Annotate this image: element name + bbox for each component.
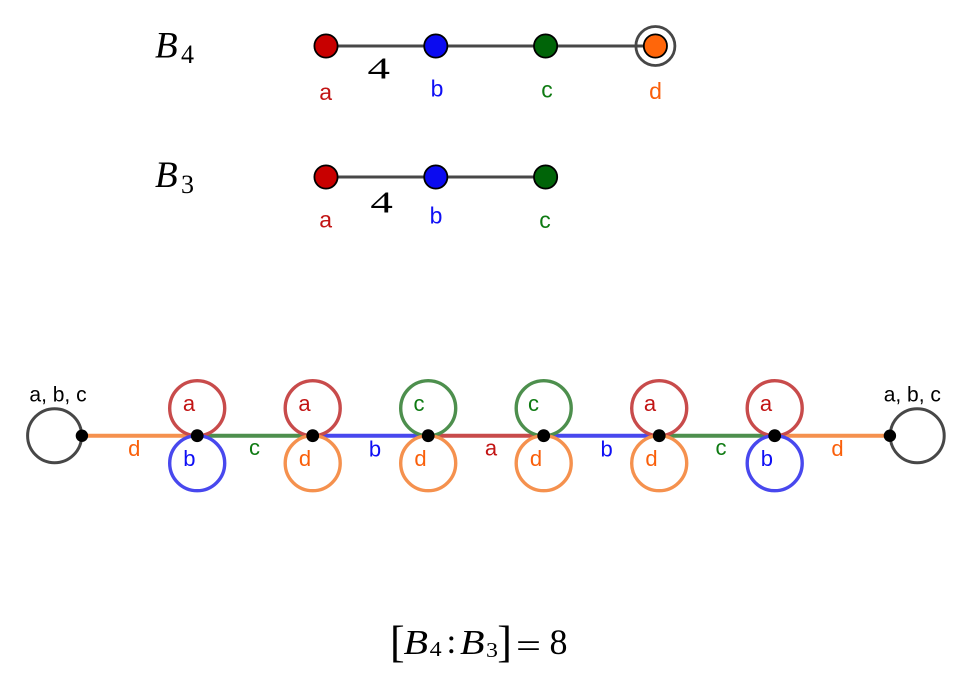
svg-text:b: b [761, 446, 773, 471]
svg-text:4: 4 [368, 51, 391, 86]
svg-text:a: a [183, 391, 196, 416]
svg-text:c: c [539, 207, 551, 233]
svg-text:d: d [299, 446, 311, 471]
svg-text:a: a [644, 391, 657, 416]
svg-text:d: d [128, 436, 140, 461]
svg-text:a: a [319, 79, 332, 105]
svg-text:[: [ [390, 618, 405, 667]
svg-text:3: 3 [486, 638, 498, 662]
svg-text:a: a [760, 391, 773, 416]
svg-text:a: a [298, 391, 311, 416]
svg-text:c: c [541, 77, 553, 103]
svg-text:c: c [414, 391, 425, 416]
svg-text:b: b [600, 437, 612, 462]
svg-text:d: d [414, 446, 426, 471]
svg-text:a, b, c: a, b, c [884, 384, 941, 407]
svg-text:c: c [249, 435, 260, 460]
svg-text:a: a [319, 207, 332, 233]
svg-text:3: 3 [181, 170, 194, 199]
svg-text:=: = [516, 627, 541, 666]
svg-text:a, b, c: a, b, c [29, 384, 86, 407]
svg-text:d: d [831, 436, 843, 461]
svg-text:a: a [485, 436, 498, 461]
svg-text:d: d [530, 446, 542, 471]
svg-text:b: b [431, 75, 444, 101]
svg-text::: : [447, 622, 457, 661]
svg-text:4: 4 [430, 637, 442, 661]
svg-text:4: 4 [181, 40, 194, 69]
svg-text:d: d [649, 78, 662, 104]
svg-text:c: c [716, 435, 727, 460]
svg-text:8: 8 [550, 622, 568, 662]
svg-text:d: d [645, 446, 657, 471]
svg-text:]: ] [497, 618, 512, 667]
svg-text:b: b [183, 446, 195, 471]
svg-text:B: B [155, 155, 178, 196]
svg-text:b: b [430, 203, 443, 229]
svg-text:B: B [460, 623, 485, 662]
svg-text:B: B [404, 623, 429, 662]
svg-text:b: b [369, 437, 381, 462]
svg-text:B: B [155, 26, 178, 67]
svg-text:c: c [528, 391, 539, 416]
svg-text:4: 4 [370, 185, 393, 220]
